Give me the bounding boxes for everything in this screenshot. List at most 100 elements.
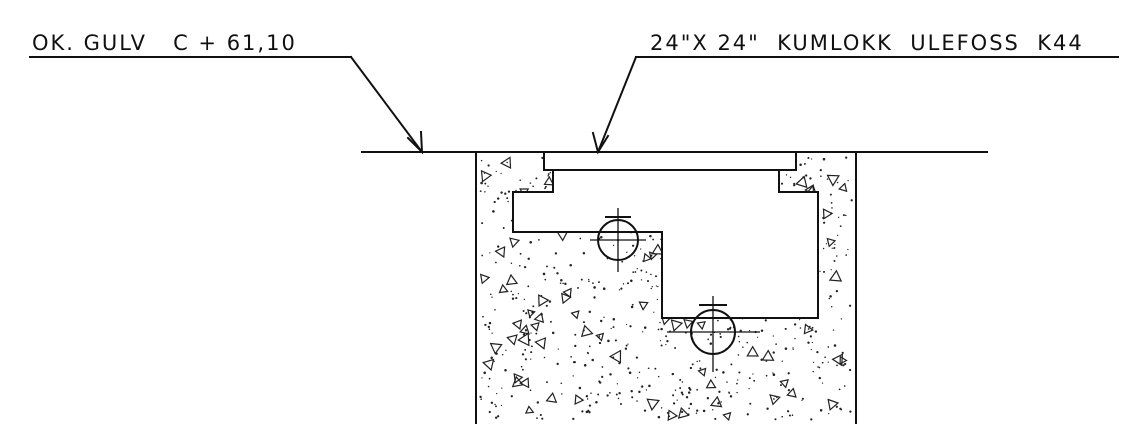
concrete-dot (582, 321, 586, 324)
concrete-dot (711, 409, 714, 411)
concrete-aggregate (608, 349, 622, 364)
concrete-dot (517, 292, 520, 295)
concrete-dot (647, 367, 650, 370)
concrete-dot (714, 417, 717, 420)
concrete-dot (654, 367, 657, 370)
concrete-dot (535, 332, 538, 335)
concrete-dot (591, 358, 594, 362)
concrete-dot (485, 324, 487, 326)
concrete-dot (766, 407, 769, 410)
concrete-dot (490, 401, 494, 405)
concrete-dot (830, 306, 833, 308)
concrete-dot (822, 247, 825, 250)
concrete-dot (807, 328, 810, 330)
concrete-dot (680, 391, 684, 394)
concrete-dot (791, 414, 794, 416)
concrete-dot (641, 331, 644, 333)
concrete-dot (737, 354, 740, 356)
concrete-aggregate (505, 273, 519, 286)
concrete-dot (764, 319, 767, 322)
concrete-aggregate (543, 175, 555, 186)
label-floor-level: OK. GULV C + 61,10 (32, 31, 297, 55)
concrete-dot (843, 385, 846, 387)
concrete-dot (657, 328, 660, 331)
pipe-lower (667, 296, 760, 372)
concrete-aggregate (524, 405, 535, 414)
concrete-dot (679, 378, 682, 381)
concrete-dot (839, 225, 842, 228)
concrete-aggregate (511, 375, 525, 388)
concrete-dot (512, 293, 514, 296)
concrete-aggregate (538, 294, 550, 307)
concrete-dot (784, 347, 788, 350)
concrete-aggregate (519, 324, 530, 335)
concrete-aggregate (828, 269, 843, 282)
concrete-aggregate (705, 378, 717, 389)
concrete-dot (688, 407, 690, 410)
concrete-dot (521, 368, 524, 371)
concrete-dot (835, 405, 838, 408)
concrete-dot (601, 366, 604, 368)
concrete-dot (556, 362, 559, 366)
concrete-dot (532, 185, 534, 188)
concrete-dot (603, 316, 605, 319)
concrete-dot (672, 402, 676, 405)
concrete-dot (495, 405, 497, 408)
concrete-aggregate (709, 395, 723, 408)
concrete-dot (657, 375, 660, 378)
concrete-dot (818, 366, 821, 369)
concrete-dot (487, 325, 490, 329)
concrete-dot (609, 373, 612, 376)
concrete-dot (507, 190, 511, 193)
concrete-aggregate (648, 251, 658, 261)
concrete-dot (665, 343, 667, 346)
concrete-dot (674, 347, 677, 349)
concrete-dot (484, 182, 487, 185)
concrete-dot (659, 340, 662, 342)
concrete-dot (801, 397, 804, 400)
concrete-dot (749, 402, 752, 405)
concrete-dot (645, 389, 648, 391)
concrete-dot (630, 279, 633, 283)
concrete-dot (794, 337, 796, 340)
concrete-aggregate (722, 411, 732, 422)
concrete-dot (659, 321, 661, 324)
concrete-dot (616, 383, 619, 385)
concrete-dot (627, 343, 629, 345)
concrete-dot (618, 392, 621, 395)
concrete-dot (530, 358, 532, 360)
concrete-dot (527, 285, 530, 288)
concrete-dot (593, 286, 596, 289)
concrete-dot (588, 411, 591, 414)
concrete-dot (617, 397, 620, 400)
concrete-dot (497, 197, 500, 200)
concrete-dot (654, 275, 658, 278)
concrete-dot (506, 161, 509, 164)
concrete-aggregate (499, 156, 512, 170)
concrete-dot (657, 415, 661, 419)
leader-line-left-diagonal (349, 55, 424, 154)
concrete-aggregate (826, 237, 837, 248)
concrete-aggregate (638, 301, 649, 311)
concrete-dot (583, 364, 587, 367)
concrete-aggregate (595, 332, 605, 342)
concrete-dot (621, 260, 624, 263)
concrete-dot (646, 279, 650, 283)
concrete-dot (501, 387, 503, 389)
concrete-dot (828, 412, 830, 415)
concrete-dot (488, 328, 491, 331)
concrete-aggregate (527, 309, 536, 318)
concrete-dot (586, 398, 589, 400)
concrete-dot (836, 255, 838, 257)
concrete-dot (573, 360, 576, 364)
concrete-dot (803, 162, 806, 165)
concrete-dot (559, 282, 562, 284)
leader-arrow-right (591, 131, 610, 155)
concrete-aggregate (561, 292, 572, 305)
concrete-aggregate (506, 334, 518, 346)
concrete-dot (672, 394, 675, 397)
concrete-dot (706, 397, 710, 400)
concrete-aggregate (761, 349, 775, 361)
concrete-dot (729, 395, 733, 398)
concrete-dot (717, 319, 719, 322)
